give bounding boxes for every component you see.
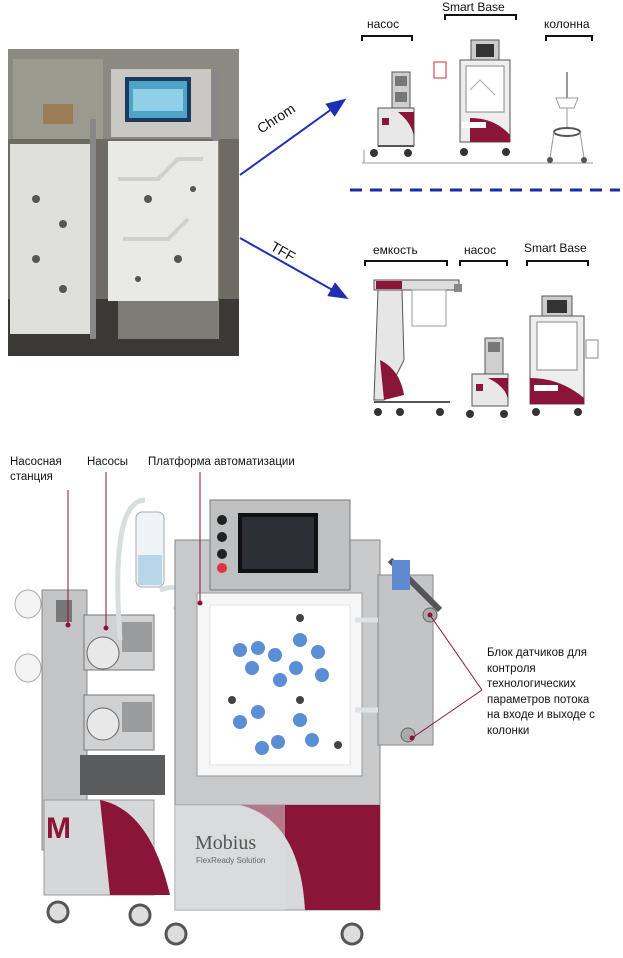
automation-platform-label: Платформа автоматизации [148,456,295,468]
tff-tank-label: емкость [373,243,418,257]
chrom-pump-label: насос [367,17,400,31]
chrom-column-drawing [547,72,587,163]
sensor-block-label: Блок датчиков для контроля технологическ… [487,647,595,737]
tff-pump-drawing [466,337,509,418]
mobius-logo-small: M [46,812,71,845]
chrom-pump-drawing [370,71,415,157]
pump-station-label: Насосная станция [10,456,62,483]
mobius-logo-large: M [316,868,348,910]
chrom-column-label: колонна [544,17,590,31]
mobius-brand-tagline: FlexReady Solution [196,856,266,865]
tff-smartbase-drawing [529,295,599,416]
system-photo [8,49,239,356]
tff-tank-drawing [373,279,462,416]
tff-pump-label: насос [464,243,497,257]
tff-smartbase-label: Smart Base [524,241,587,255]
mobius-brand-name: Mobius [195,832,257,854]
pumps-label: Насосы [87,456,128,468]
chrom-smartbase-label: Smart Base [442,0,505,14]
chrom-smartbase-drawing [433,39,511,156]
